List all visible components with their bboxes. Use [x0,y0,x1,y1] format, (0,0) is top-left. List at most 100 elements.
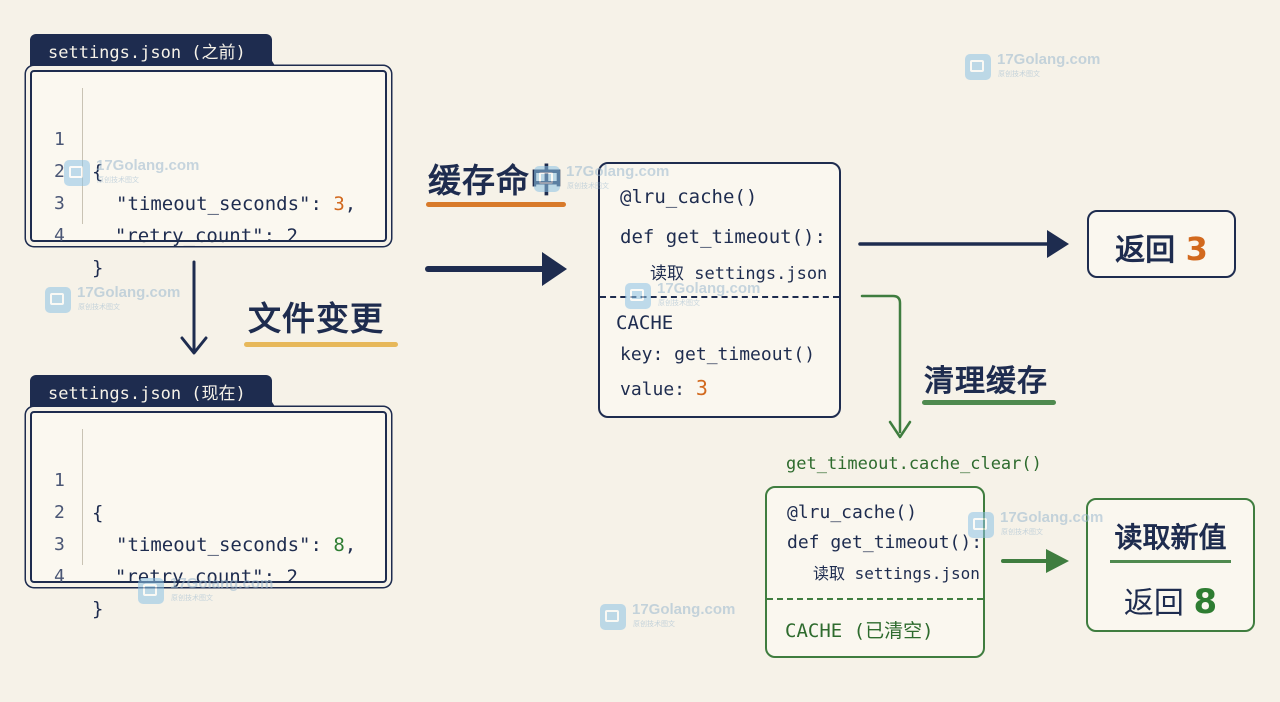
line-number: 4 [54,566,65,587]
file-after-tab-slant [255,375,279,413]
watermark-logo-icon [534,166,560,192]
code-line: 3 "retry_count": 2 [32,497,298,588]
json-comma: , [344,193,357,215]
watermark-sub: 原创技术图文 [78,303,120,311]
return-label: 返回 [1115,233,1186,268]
line-number: 1 [54,470,65,491]
code-text: "retry_count": 2 [92,225,298,247]
watermark-text: 17Golang.com [657,280,761,297]
return-arrow-head [1047,230,1069,258]
watermark-logo-icon [625,283,651,309]
file-before-tab: settings.json (之前) [30,34,272,72]
file-before-tab-label: settings.json (之前) [48,43,246,63]
line-number: 3 [54,193,65,214]
result-divider [1110,560,1231,563]
code-line: 1 { [32,433,103,524]
return-label: 返回 [1123,586,1194,621]
line-number: 3 [54,534,65,555]
code-text: "timeout_seconds": 3, [116,188,356,220]
line-number: 2 [54,502,65,523]
code-line: 1 { [32,92,103,183]
watermark-logo-icon [600,604,626,630]
file-after-tab-label: settings.json (现在) [48,384,246,404]
cleared-cache-box: @lru_cache() def get_timeout(): 读取 setti… [765,486,985,658]
decorator-text: @lru_cache() [620,186,758,208]
watermark-text: 17Golang.com [77,284,181,301]
cleared-cache-title: CACHE (已清空) [785,620,934,642]
body-text: 读取 settings.json [813,564,980,583]
down-arrow-head [180,336,208,355]
code-line: 3 "retry_count": 2 [32,156,298,247]
cache-hit-arrow-head [542,252,567,286]
body-text: 读取 settings.json [650,264,828,284]
code-line: 4 } [32,529,103,620]
cache-hit-underline [426,202,566,207]
code-line: 4 } [32,188,103,279]
clear-cache-underline [922,400,1056,405]
json-comma: , [344,534,357,556]
read-new-value-title: 读取新值 [1114,521,1227,554]
watermark-sub: 原创技术图文 [633,620,675,628]
code-line: 2 "timeout_seconds": 3, [32,124,356,215]
watermark-text: 17Golang.com [96,157,200,174]
decorator-text: @lru_cache() [787,502,918,523]
code-text: } [92,257,104,279]
def-text: def get_timeout(): [620,226,826,248]
watermark-sub: 原创技术图文 [171,594,213,602]
watermark-logo-icon [968,512,994,538]
code-text: { [92,502,104,524]
line-number: 1 [54,129,65,150]
code-text: { [92,161,104,183]
watermark-sub: 原创技术图文 [998,70,1040,78]
watermark-logo-icon [45,287,71,313]
timeout-old-value: 3 [333,193,345,215]
file-before-tab-slant [255,34,279,72]
cache-title: CACHE [616,312,674,334]
watermark-sub: 原创技术图文 [658,299,700,307]
timeout-new-value: 8 [333,534,345,556]
json-key: "timeout_seconds": [116,534,334,556]
value-label: value: [620,379,696,400]
watermark-text: 17Golang.com [632,601,736,618]
code-text: } [92,598,104,620]
watermark-sub: 原创技术图文 [1001,528,1043,536]
result-fresh: 读取新值 返回 8 [1086,498,1255,632]
result-cached-text: 返回 3 [1089,225,1234,269]
gutter-divider [82,429,83,565]
code-text: "timeout_seconds": 8, [116,529,356,561]
cache-clear-call: get_timeout.cache_clear() [786,454,1042,474]
line-number: 2 [54,161,65,182]
file-change-label: 文件变更 [248,299,384,338]
watermark-text: 17Golang.com [566,163,670,180]
file-after-body: 1 { 2 "timeout_seconds": 8, 3 "retry_cou… [30,411,387,620]
cache-key: key: get_timeout() [620,344,816,365]
clear-cache-arrow-head [888,420,912,439]
cache-value: value: 3 [620,376,708,400]
watermark-text: 17Golang.com [997,51,1101,68]
result-cached: 返回 3 [1087,210,1236,278]
watermark-logo-icon [965,54,991,80]
def-text: def get_timeout(): [787,532,983,553]
cache-box: @lru_cache() def get_timeout(): 读取 setti… [598,162,841,418]
line-number: 4 [54,225,65,246]
returned-fresh-value: 8 [1193,582,1218,622]
file-before-body: 1 { 2 "timeout_seconds": 3, 3 "retry_cou… [30,70,387,279]
file-change-underline [244,342,398,347]
watermark-sub: 原创技术图文 [97,176,139,184]
json-key: "timeout_seconds": [116,193,334,215]
watermark-logo-icon [64,160,90,186]
watermark-logo-icon [138,578,164,604]
clear-cache-label: 清理缓存 [924,364,1048,399]
fresh-arrow-head [1046,549,1069,573]
returned-cached-value: 3 [1185,230,1208,268]
divider [600,296,839,298]
result-fresh-text: 返回 8 [1088,578,1253,622]
file-after-tab: settings.json (现在) [30,375,272,413]
watermark-text: 17Golang.com [170,575,274,592]
code-line: 2 "timeout_seconds": 8, [32,465,356,556]
divider [767,598,983,600]
clear-cache-path [860,294,902,434]
watermark-sub: 原创技术图文 [567,182,609,190]
cached-value: 3 [695,376,708,400]
